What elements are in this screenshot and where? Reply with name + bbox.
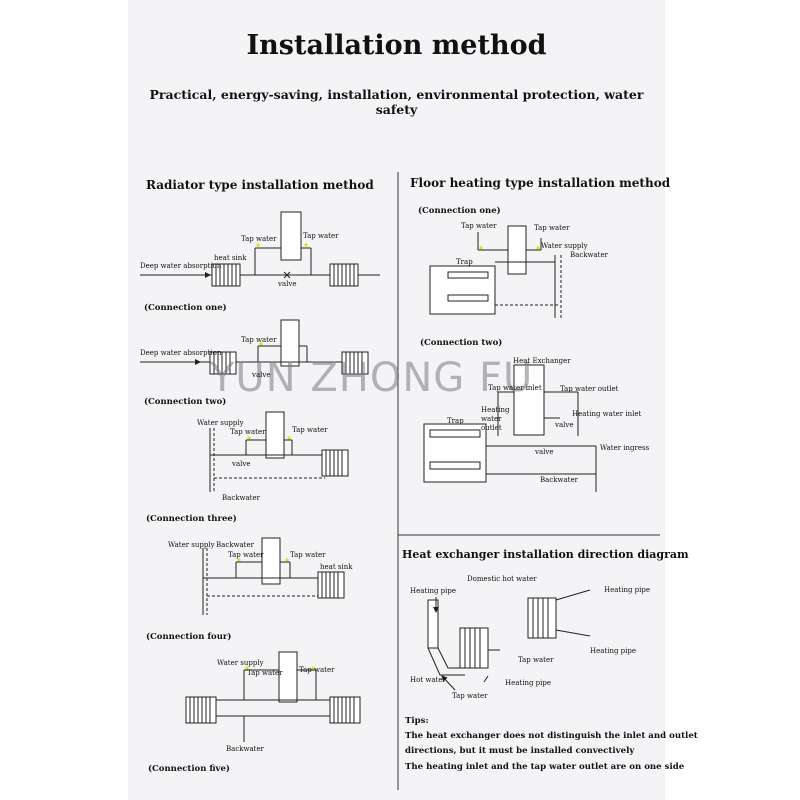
tap-water-label: Tap water [534,224,570,232]
hot-water-label: Hot water [410,676,446,684]
connection-caption: (Connection four) [146,632,232,642]
backwater-label: Backwater [570,251,608,259]
connection-caption: (Connection two) [420,338,503,348]
page-background [128,0,665,800]
tap-water-inlet-label: Tap water inlet [488,384,542,392]
water-supply-label: Water supply [197,419,244,427]
valve-label: valve [555,421,574,429]
tips-line: The heat exchanger does not distinguish … [405,731,698,741]
tips-line: The heating inlet and the tap water outl… [405,762,685,772]
deep-water-label: Deep water absorption [140,349,222,357]
page-subtitle: Practical, energy-saving, installation, … [149,87,644,117]
connection-caption: (Connection five) [148,764,230,774]
heating-pipe-label: Heating pipe [604,586,651,594]
backwater-label: Backwater [222,494,260,502]
heating-water-inlet-label: Heating water inlet [572,410,642,418]
water-supply-label: Water supply [217,659,264,667]
floor-section-heading: Floor heating type installation method [410,176,671,190]
heat-exchanger-direction-diagram [427,589,591,691]
tap-water-outlet-label: Tap water outlet [560,385,619,393]
heating-pipe-label: Heating pipe [505,679,552,687]
heat-sink-label: heat sink [320,563,353,571]
connection-caption: (Connection one) [144,303,227,313]
radiator-connection-two-diagram [140,319,369,375]
tap-water-label: Tap water [247,669,283,677]
connection-caption: (Connection one) [418,206,501,216]
valve-label: valve [232,460,251,468]
heating-water-outlet-label: Heating water outlet [481,406,510,432]
trap-label: Trap [456,258,473,266]
tips-heading: Tips: [405,716,429,726]
backwater-label: Backwater [540,476,578,484]
tap-water-label: Tap water [299,666,335,674]
domestic-hot-water-label: Domestic hot water [467,575,537,583]
water-ingress-label: Water ingress [600,444,650,452]
radiator-connection-five-diagram [185,651,361,742]
connection-caption: (Connection three) [146,514,237,524]
floor-connection-two-diagram [423,364,597,492]
valve-label: valve [535,448,554,456]
valve-label: valve [278,280,297,288]
tap-water-label: Tap water [230,428,266,436]
tips-line: directions, but it must be installed con… [405,746,635,756]
trap-label: Trap [447,417,464,425]
page-title: Installation method [246,30,547,61]
tap-water-label: Tap water [292,426,328,434]
water-supply-label: Water supply [541,242,588,250]
heat-exchanger-label: Heat Exchanger [513,357,571,365]
watermark-text: YUN ZHONG FU [210,355,534,401]
valve-label: valve [252,371,271,379]
backwater-label: Backwater [226,745,264,753]
heating-pipe-label: Heating pipe [590,647,637,655]
exchanger-section-heading: Heat exchanger installation direction di… [402,548,689,561]
tap-water-label: Tap water [290,551,326,559]
water-supply-label: Water supply [168,541,215,549]
floor-connection-one-diagram [429,225,562,318]
heat-sink-label: heat sink [214,254,247,262]
tap-water-label: Tap water [303,232,339,240]
radiator-connection-one-diagram [140,211,380,287]
backwater-label: Backwater [216,541,254,549]
heating-pipe-label: Heating pipe [410,587,457,595]
radiator-connection-three-diagram [209,411,349,492]
connection-caption: (Connection two) [144,397,227,407]
tap-water-label: Tap water [241,336,277,344]
deep-water-label: Deep water absorption [140,262,222,270]
tap-water-label: Tap water [228,551,264,559]
radiator-connection-four-diagram [202,537,345,615]
tap-water-label: Tap water [461,222,497,230]
tap-water-label: Tap water [518,656,554,664]
radiator-section-heading: Radiator type installation method [146,178,374,192]
tap-water-label: Tap water [452,692,488,700]
tap-water-label: Tap water [241,235,277,243]
